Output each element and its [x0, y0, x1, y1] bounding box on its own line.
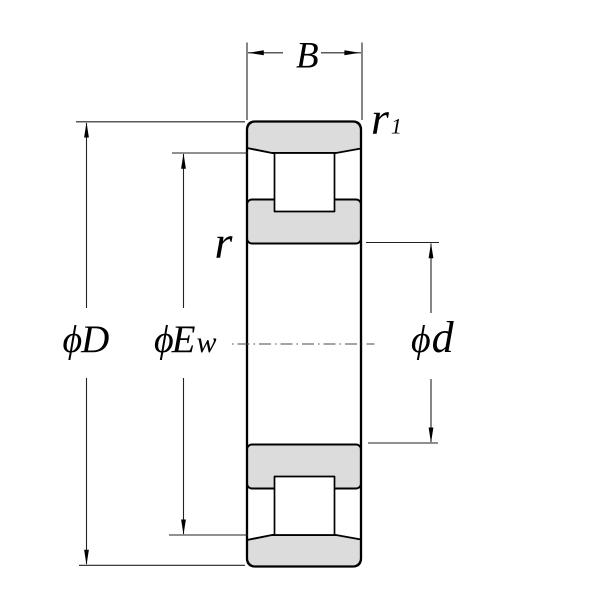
svg-text:ϕEw: ϕEw	[154, 318, 217, 361]
svg-text:ϕd: ϕd	[411, 313, 455, 362]
svg-text:r: r	[215, 217, 234, 268]
svg-text:ϕD: ϕD	[63, 318, 110, 361]
svg-text:B: B	[296, 36, 319, 77]
